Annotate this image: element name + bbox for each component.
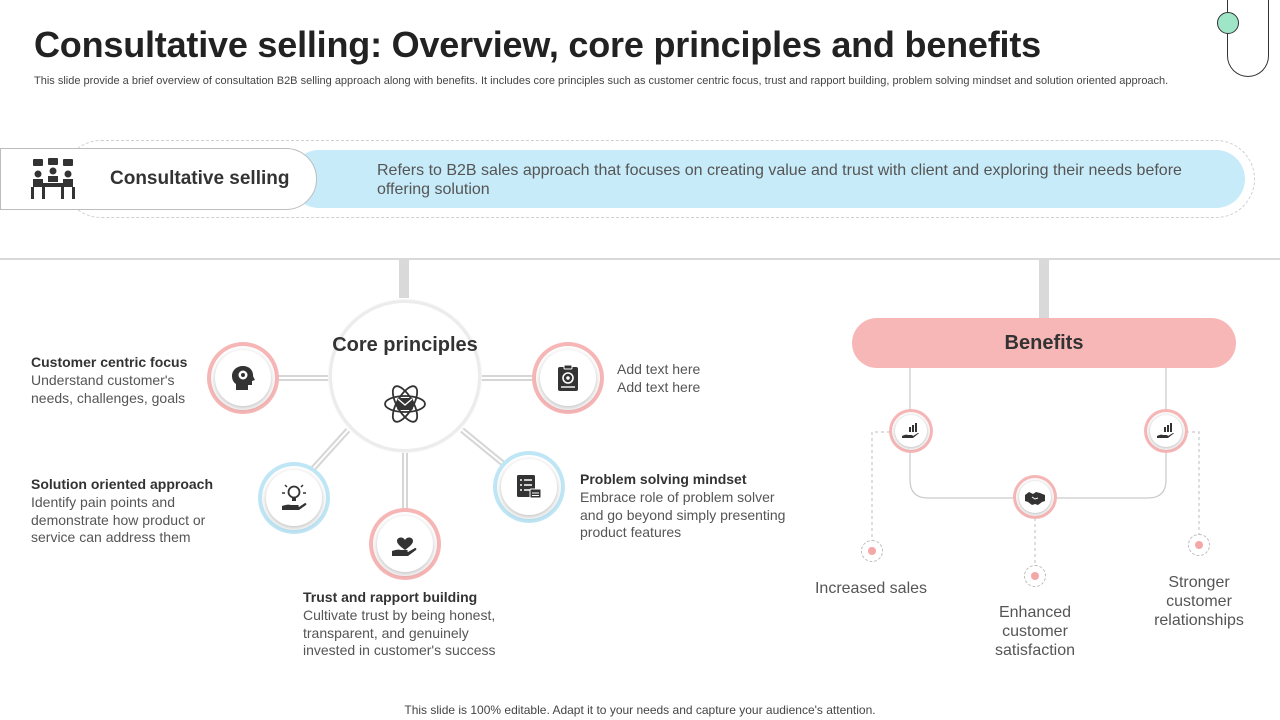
footer-note: This slide is 100% editable. Adapt it to…: [404, 703, 876, 717]
benefit-dot: [1024, 565, 1046, 587]
growth-hand-icon: [1157, 423, 1174, 438]
overview-description: Refers to B2B sales approach that focuse…: [377, 162, 1182, 198]
benefit-label: Stronger customer relationships: [1154, 574, 1244, 629]
benefits-header: Benefits: [852, 318, 1236, 368]
atom-icon: [384, 385, 426, 423]
page-title: Consultative selling: Overview, core pri…: [34, 24, 1041, 65]
trust-rapport-node: [373, 512, 437, 576]
principle-title: Trust and rapport building: [303, 589, 478, 605]
principle-title: Problem solving mindset: [580, 471, 747, 487]
checklist-icon: [517, 475, 542, 499]
benefits-connector-bar: [1039, 260, 1049, 318]
section-divider: [0, 258, 1280, 260]
head-gear-icon: [232, 366, 255, 390]
benefit-dot: [861, 540, 883, 562]
overview-description-bar: [290, 150, 1245, 208]
placeholder-node: [536, 346, 600, 410]
core-connector-bar: [399, 260, 409, 298]
corner-decoration: [1227, 0, 1269, 77]
meeting-icon: [31, 158, 75, 199]
bulb-hand-icon: [282, 484, 307, 510]
benefit-node-satisfaction: [1016, 478, 1054, 516]
benefit-label: Enhanced customer satisfaction: [994, 604, 1076, 659]
benefit-node-relationships: [1147, 412, 1185, 450]
page-subtitle: This slide provide a brief overview of c…: [34, 75, 1169, 87]
principle-description: Embrace role of problem solver and go be…: [580, 489, 786, 540]
growth-hand-icon: [902, 423, 919, 438]
core-principles-label: Core principles: [332, 334, 478, 356]
core-principles-hub: [329, 300, 481, 452]
benefit-label: Increased sales: [814, 580, 928, 597]
principle-description: Cultivate trust by being honest, transpa…: [303, 607, 496, 658]
clipboard-gear-icon: [558, 364, 578, 391]
handshake-heart-icon: [392, 537, 417, 556]
placeholder-text: Add text here Add text here: [617, 361, 701, 395]
principle-title: Solution oriented approach: [31, 476, 214, 492]
principle-description: Identify pain points and demonstrate how…: [31, 494, 206, 545]
benefit-dot: [1188, 534, 1210, 556]
handshake-icon: [1025, 492, 1045, 505]
principle-title: Customer centric focus: [31, 354, 188, 370]
solution-oriented-node: [262, 466, 326, 530]
benefit-node-increased-sales: [892, 412, 930, 450]
problem-solving-node: [497, 455, 561, 519]
principle-description: Understand customer's needs, challenges,…: [31, 372, 186, 406]
corner-dot: [1217, 12, 1239, 34]
customer-centric-node: [211, 346, 275, 410]
overview-label: Consultative selling: [110, 168, 290, 189]
